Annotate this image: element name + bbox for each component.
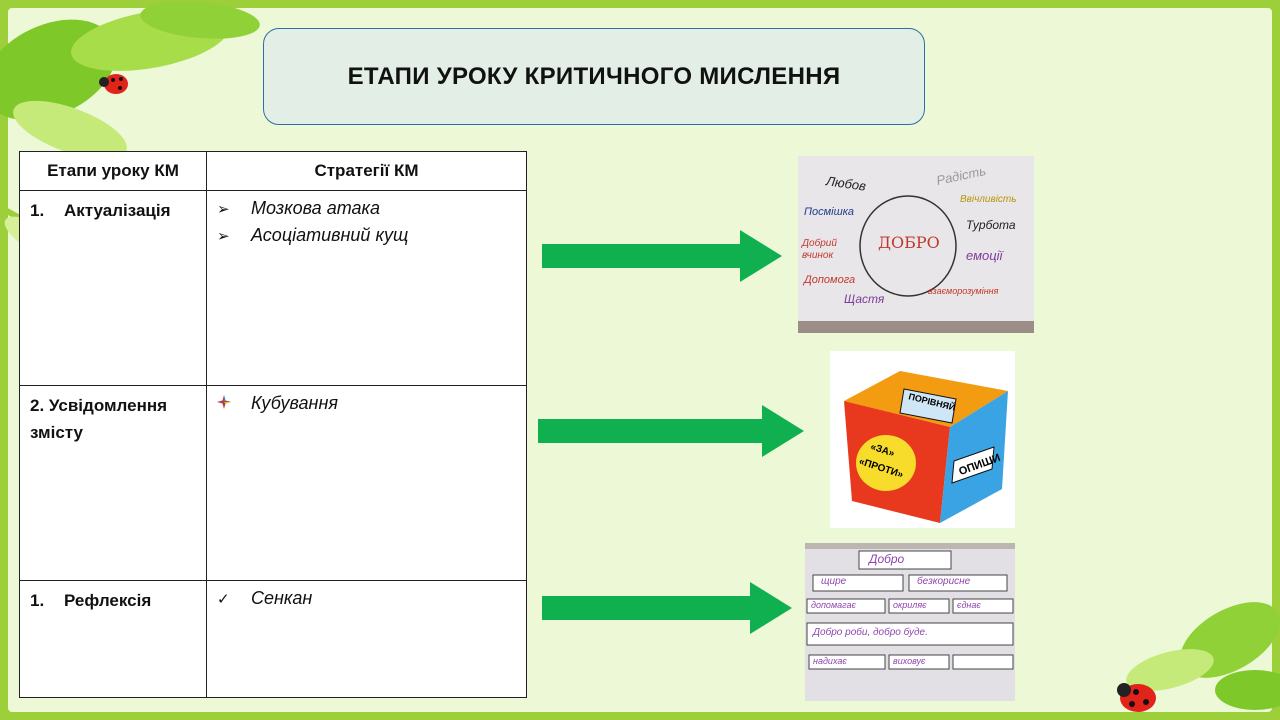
sinkwine-word: безкорисне xyxy=(917,576,971,587)
stage-number: 1. xyxy=(30,201,45,220)
sinkwine-word: єднає xyxy=(957,600,981,610)
header-strategies: Стратегії КМ xyxy=(206,151,527,191)
leaves-decoration-bottom-right xyxy=(1117,602,1280,712)
title-box: ЕТАПИ УРОКУ КРИТИЧНОГО МИСЛЕННЯ xyxy=(263,28,925,125)
stage-name: Актуалізація xyxy=(64,201,171,220)
photo-association-cluster: ДОБРО Любов Радість Посмішка Ввічливість… xyxy=(798,156,1034,333)
photo-sinkwine: Добро щире безкорисне допомагає окриляє … xyxy=(805,543,1015,701)
stage-number: 1. xyxy=(30,591,45,610)
stage-cell: 1. Актуалізація xyxy=(19,190,207,386)
strategy-cell: ➢ Мозкова атака ➢ Асоціативний кущ xyxy=(206,190,527,386)
header-stages: Етапи уроку КМ xyxy=(19,151,207,191)
strategy-name: Кубування xyxy=(251,393,338,413)
cluster-center: ДОБРО xyxy=(878,233,940,252)
arrowhead-bullet-icon: ➢ xyxy=(217,200,230,218)
table-row: 1. Рефлексія ✓ Сенкан xyxy=(19,580,527,698)
list-item: Кубування xyxy=(217,390,526,417)
cluster-word: Посмішка xyxy=(804,206,855,218)
sinkwine-word: виховує xyxy=(893,656,926,666)
arrow-right-icon xyxy=(542,582,792,634)
table-header-row: Етапи уроку КМ Стратегії КМ xyxy=(19,151,527,191)
sinkwine-word: надихає xyxy=(813,656,847,666)
photo-cube: ПОРІВНЯЙ «ЗА» «ПРОТИ» ОПИШИ xyxy=(830,351,1015,528)
stage-cell: 1. Рефлексія xyxy=(19,580,207,698)
sinkwine-word: окриляє xyxy=(893,600,927,610)
stage-name: 2. Усвідомлення змісту xyxy=(30,396,168,442)
slide-title: ЕТАПИ УРОКУ КРИТИЧНОГО МИСЛЕННЯ xyxy=(347,62,841,90)
sinkwine-title: Добро xyxy=(869,552,905,566)
cluster-word: взаєморозуміння xyxy=(928,286,999,296)
list-item: ✓ Сенкан xyxy=(217,585,526,612)
cluster-word: Допомога xyxy=(804,274,856,286)
stage-name: Рефлексія xyxy=(64,591,152,610)
list-item: ➢ Асоціативний кущ xyxy=(217,222,526,249)
sinkwine-word: допомагає xyxy=(811,600,856,610)
cluster-word: Ввічливість xyxy=(960,194,1017,205)
sinkwine-sentence: Добро роби, добро буде. xyxy=(813,627,928,638)
arrowhead-bullet-icon: ➢ xyxy=(217,227,230,245)
sinkwine-word: щире xyxy=(821,576,847,587)
strategy-name: Мозкова атака xyxy=(251,198,381,218)
cluster-word: Добрий вчинок xyxy=(802,238,837,261)
strategy-name: Асоціативний кущ xyxy=(251,225,409,245)
arrow-right-icon xyxy=(538,405,804,457)
table-row: 1. Актуалізація ➢ Мозкова атака ➢ Асоціатив… xyxy=(19,190,527,386)
list-item: ➢ Мозкова атака xyxy=(217,195,526,222)
cluster-word: Щастя xyxy=(844,292,885,306)
strategy-cell: Кубування xyxy=(206,385,527,581)
stages-table: Етапи уроку КМ Стратегії КМ 1. Актуалізац… xyxy=(19,151,527,698)
strategy-cell: ✓ Сенкан xyxy=(206,580,527,698)
table-row: 2. Усвідомлення змісту Кубування xyxy=(19,385,527,581)
checkmark-bullet-icon: ✓ xyxy=(217,590,230,608)
strategy-name: Сенкан xyxy=(251,588,313,608)
stage-cell: 2. Усвідомлення змісту xyxy=(19,385,207,581)
ladybug-icon xyxy=(99,74,128,94)
ladybug-icon xyxy=(1117,683,1156,712)
cluster-word: Турбота xyxy=(966,218,1016,232)
cluster-word: емоції xyxy=(966,248,1003,263)
arrow-right-icon xyxy=(542,230,782,282)
four-point-star-bullet-icon xyxy=(217,394,251,413)
